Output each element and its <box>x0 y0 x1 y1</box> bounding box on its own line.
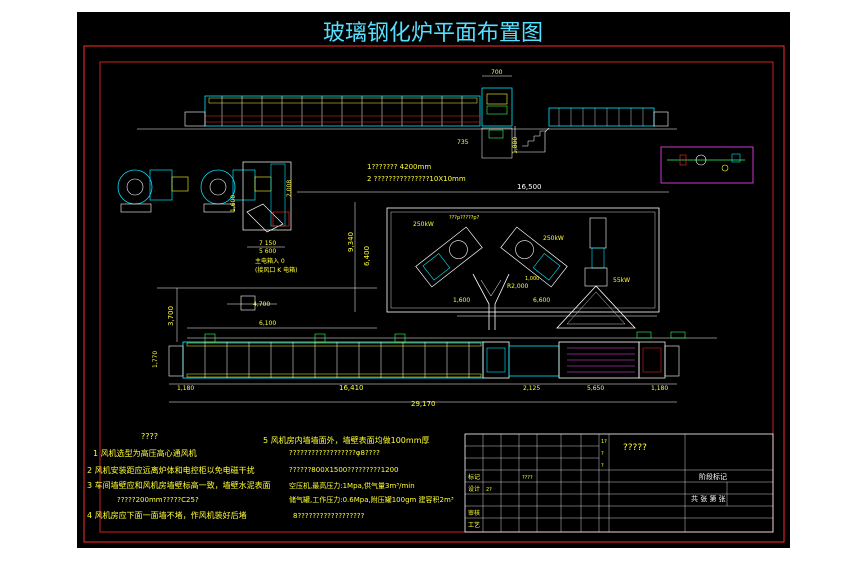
note-6: ??????800X1500?????????1200 <box>289 466 399 474</box>
notes-header: ???? <box>141 432 158 441</box>
plan-dim-1770: 1,770 <box>152 351 159 368</box>
elevation-cooling-section <box>548 107 655 127</box>
note-1: 1 风机选型为高压高心通风机 <box>93 448 197 458</box>
tb-label-4: 工艺 <box>468 521 480 529</box>
blower-label-1: 主电箱入 0 <box>255 257 285 265</box>
note-4: 4 风机房应下面一面墙不堵，作风机装好后堵 <box>87 510 247 520</box>
cad-drawing: 玻璃钢化炉平面布置图 7 <box>83 21 785 543</box>
top-dim-735: 735 <box>457 139 469 146</box>
tb-cell-d: ? <box>601 451 604 457</box>
plan-dim-5650: 5,650 <box>587 385 604 392</box>
elevation-quench-unit <box>481 87 513 127</box>
plan-cooling <box>508 345 560 377</box>
spec-line-1: 1??????? 4200mm <box>367 163 431 171</box>
title-block: ????? 标记 设计 审核 工艺 ???? 2? 1? ? ? 阶段标记 共 … <box>464 433 774 533</box>
plan-dim-2125: 2,125 <box>523 385 540 392</box>
room-dim-6600: 6,600 <box>533 297 550 304</box>
blower-dim-v2: 2,008 <box>286 180 293 197</box>
blower-label-2: (接风口 K 电箱) <box>255 266 297 274</box>
tb-cell-e: ? <box>601 463 604 469</box>
note-7: ??????????????????φ8???? <box>289 449 380 457</box>
tb-label-1: 标记 <box>468 473 480 481</box>
quench-hood-right: 55kW <box>556 217 636 329</box>
elevation-furnace-body <box>204 95 481 127</box>
note-3: 3 车间墙壁应和风机房墙壁标高一致，墙壁水泥表面 <box>87 480 271 490</box>
tb-label-2: 设计 <box>468 485 480 493</box>
valve-legend-box <box>660 146 754 184</box>
plan-view: 3,700 4,700 6,100 <box>152 287 717 408</box>
note-8: 空压机,最高压力:1Mpa,供气量3m³/min <box>289 481 415 490</box>
tb-sheet-label: 共 张 第 张 <box>691 494 726 503</box>
note-9: 储气罐,工作压力:0.6Mpa,附压罐100gm 建容积2m³ <box>289 495 454 504</box>
top-dim-700: 700 <box>491 69 503 76</box>
plan-furnace-body <box>182 341 484 379</box>
room-dim-width: 16,500 <box>517 183 542 191</box>
room-outline <box>386 207 660 313</box>
y-duct <box>472 273 510 330</box>
blower-duct-housing <box>242 161 292 231</box>
blower-motor-right <box>254 176 272 192</box>
spec-line-2: 2 ???????????????10X10mm <box>367 175 466 183</box>
tb-project: ????? <box>623 443 647 453</box>
drawing-sheet: 玻璃钢化炉平面布置图 7 <box>77 12 790 548</box>
plan-dim-total: 29,170 <box>411 400 436 408</box>
room-dim-h2: 6,400 <box>363 246 371 266</box>
plan-dim-6100: 6,100 <box>259 320 276 327</box>
top-dim-1880: 1,880 <box>512 137 519 154</box>
outer-frame <box>83 45 785 543</box>
tb-cell-c: 1? <box>601 439 607 445</box>
inner-frame <box>99 61 774 533</box>
tb-part-name: 阶段标记 <box>699 472 727 481</box>
room-dim-r2000: R2,000 <box>507 283 529 290</box>
blower-section: 7 150 5 600 1,600 2,008 主电箱入 0 (接风口 K 电箱… <box>117 161 297 274</box>
motor-far-kw: 55kW <box>613 277 630 284</box>
blower-dim-7150: 7 150 <box>259 240 276 247</box>
tb-cell-a: ???? <box>522 475 533 481</box>
plan-dim-16410: 16,410 <box>339 384 364 392</box>
blower-duct <box>246 203 284 233</box>
plan-dim-1180-left: 1,180 <box>177 385 194 392</box>
note-5: 5 风机房内墙墙面外，墙壁表面均做100mm厚 <box>263 435 430 445</box>
quench-fan-left <box>415 226 483 288</box>
tb-label-3: 审核 <box>468 509 480 517</box>
blower-dim-v1: 1,600 <box>230 195 237 212</box>
blower-fan-left <box>117 169 153 205</box>
blower-dim-5600: 5 600 <box>259 248 276 255</box>
room-dim-1600: 1,600 <box>453 297 470 304</box>
note-3b: ?????200mm?????C25? <box>117 496 199 504</box>
quench-fan-right <box>500 226 568 288</box>
motor-left-kw: 250kW <box>413 221 434 228</box>
note-10: 8?????????????????? <box>293 512 365 520</box>
plan-dim-1180-right: 1,180 <box>651 385 668 392</box>
room-dim-h1: 9,340 <box>347 232 355 252</box>
drawing-title: 玻璃钢化炉平面布置图 <box>323 21 543 46</box>
plan-dim-4700: 4,700 <box>253 301 270 308</box>
motor-right-kw: 250kW <box>543 235 564 242</box>
quench-room: 16,500 9,340 6,400 ???p?????p? 250kW 250… <box>297 183 669 330</box>
room-duct-label: ???p?????p? <box>449 215 480 221</box>
note-2: 2 风机安装距应远离炉体和电控柜以免电磁干扰 <box>87 465 255 475</box>
plan-dim-3700: 3,700 <box>167 306 175 326</box>
notes-block: ???? 1 风机选型为高压高心通风机 2 风机安装距应远离炉体和电控柜以免电磁… <box>87 432 454 520</box>
tb-cell-b: 2? <box>486 487 492 493</box>
elevation-view: 700 735 1,880 <box>137 69 677 159</box>
blower-motor-left <box>171 176 189 192</box>
room-dim-1000: 1,000 <box>525 276 539 282</box>
